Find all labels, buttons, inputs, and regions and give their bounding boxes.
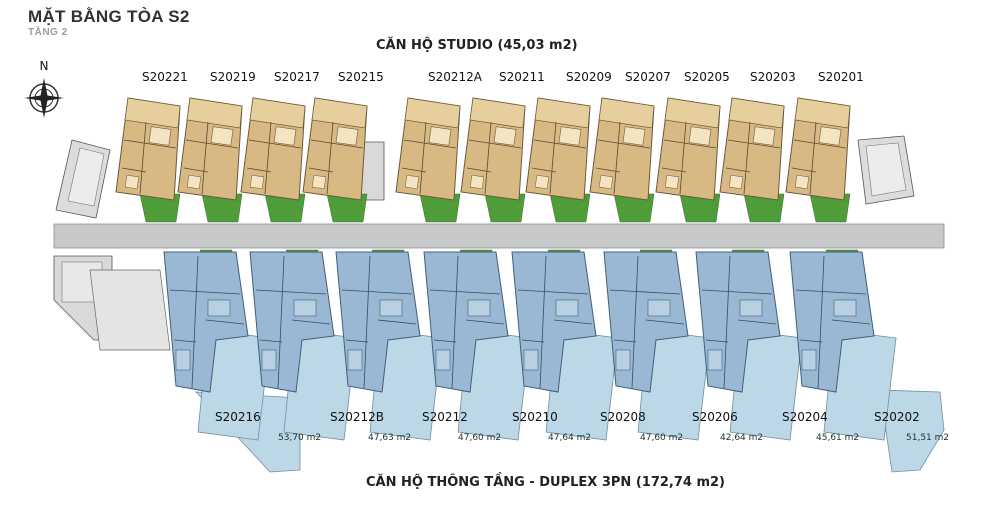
- studio-unit-label: S20212A: [428, 70, 482, 84]
- duplex-unit-label: S20216: [215, 410, 261, 424]
- duplex-unit-area: 47,60 m2: [458, 433, 502, 443]
- duplex-heading: CĂN HỘ THÔNG TẦNG - DUPLEX 3PN (172,74 m…: [366, 475, 725, 490]
- duplex-unit-area: 42,64 m2: [720, 433, 764, 443]
- studio-unit[interactable]: [460, 97, 526, 201]
- duplex-unit[interactable]: [789, 251, 897, 441]
- studio-unit[interactable]: [785, 97, 851, 201]
- corridor: [53, 223, 945, 249]
- duplex-unit[interactable]: [511, 251, 619, 441]
- studio-unit-label: S20203: [750, 70, 796, 84]
- duplex-unit-label: S20204: [782, 410, 828, 424]
- terrace-band: [195, 389, 945, 473]
- studio-unit-label: S20207: [625, 70, 671, 84]
- right-core: [351, 135, 915, 205]
- duplex-unit-label: S20210: [512, 410, 558, 424]
- compass-icon: N: [24, 59, 64, 118]
- floor-label: TẦNG 2: [28, 27, 68, 38]
- studio-unit[interactable]: [240, 97, 306, 201]
- duplex-unit[interactable]: [423, 251, 531, 441]
- studio-unit[interactable]: [302, 97, 368, 201]
- duplex-unit-area: 45,61 m2: [816, 433, 860, 443]
- duplex-unit[interactable]: [695, 251, 803, 441]
- duplex-unit[interactable]: [335, 251, 443, 441]
- duplex-unit-area: 51,51 m2: [906, 433, 950, 443]
- studio-unit[interactable]: [589, 97, 655, 201]
- page-title: MẶT BẰNG TÒA S2: [28, 7, 190, 26]
- studio-unit-label: S20219: [210, 70, 256, 84]
- duplex-unit-area: 47,60 m2: [640, 433, 684, 443]
- studio-unit[interactable]: [719, 97, 785, 201]
- duplex-unit-label: S20208: [600, 410, 646, 424]
- studio-unit[interactable]: [525, 97, 591, 201]
- duplex-unit[interactable]: [603, 251, 711, 441]
- duplex-unit[interactable]: [249, 251, 357, 441]
- duplex-units: [163, 251, 945, 473]
- studio-unit-label: S20205: [684, 70, 730, 84]
- studio-heading: CĂN HỘ STUDIO (45,03 m2): [376, 38, 578, 53]
- duplex-unit-label: S20206: [692, 410, 738, 424]
- studio-unit[interactable]: [655, 97, 721, 201]
- studio-unit-label: S20201: [818, 70, 864, 84]
- studio-unit-label: S20221: [142, 70, 188, 84]
- studio-unit[interactable]: [115, 97, 181, 201]
- duplex-unit-label: S20202: [874, 410, 920, 424]
- duplex-unit[interactable]: [163, 251, 271, 441]
- studio-units: [115, 97, 851, 201]
- left-core: [53, 139, 171, 351]
- duplex-unit-area: 47,64 m2: [548, 433, 592, 443]
- studio-unit-label: S20211: [499, 70, 545, 84]
- duplex-unit-area: 47,63 m2: [368, 433, 412, 443]
- studio-unit[interactable]: [177, 97, 243, 201]
- duplex-unit-label: S20212B: [330, 410, 385, 424]
- studio-unit-label: S20217: [274, 70, 320, 84]
- duplex-unit-label: S20212: [422, 410, 468, 424]
- studio-unit-label: S20215: [338, 70, 384, 84]
- studio-unit-label: S20209: [566, 70, 612, 84]
- duplex-unit-area: 53,70 m2: [278, 433, 322, 443]
- compass-letter: N: [40, 59, 49, 73]
- studio-unit[interactable]: [395, 97, 461, 201]
